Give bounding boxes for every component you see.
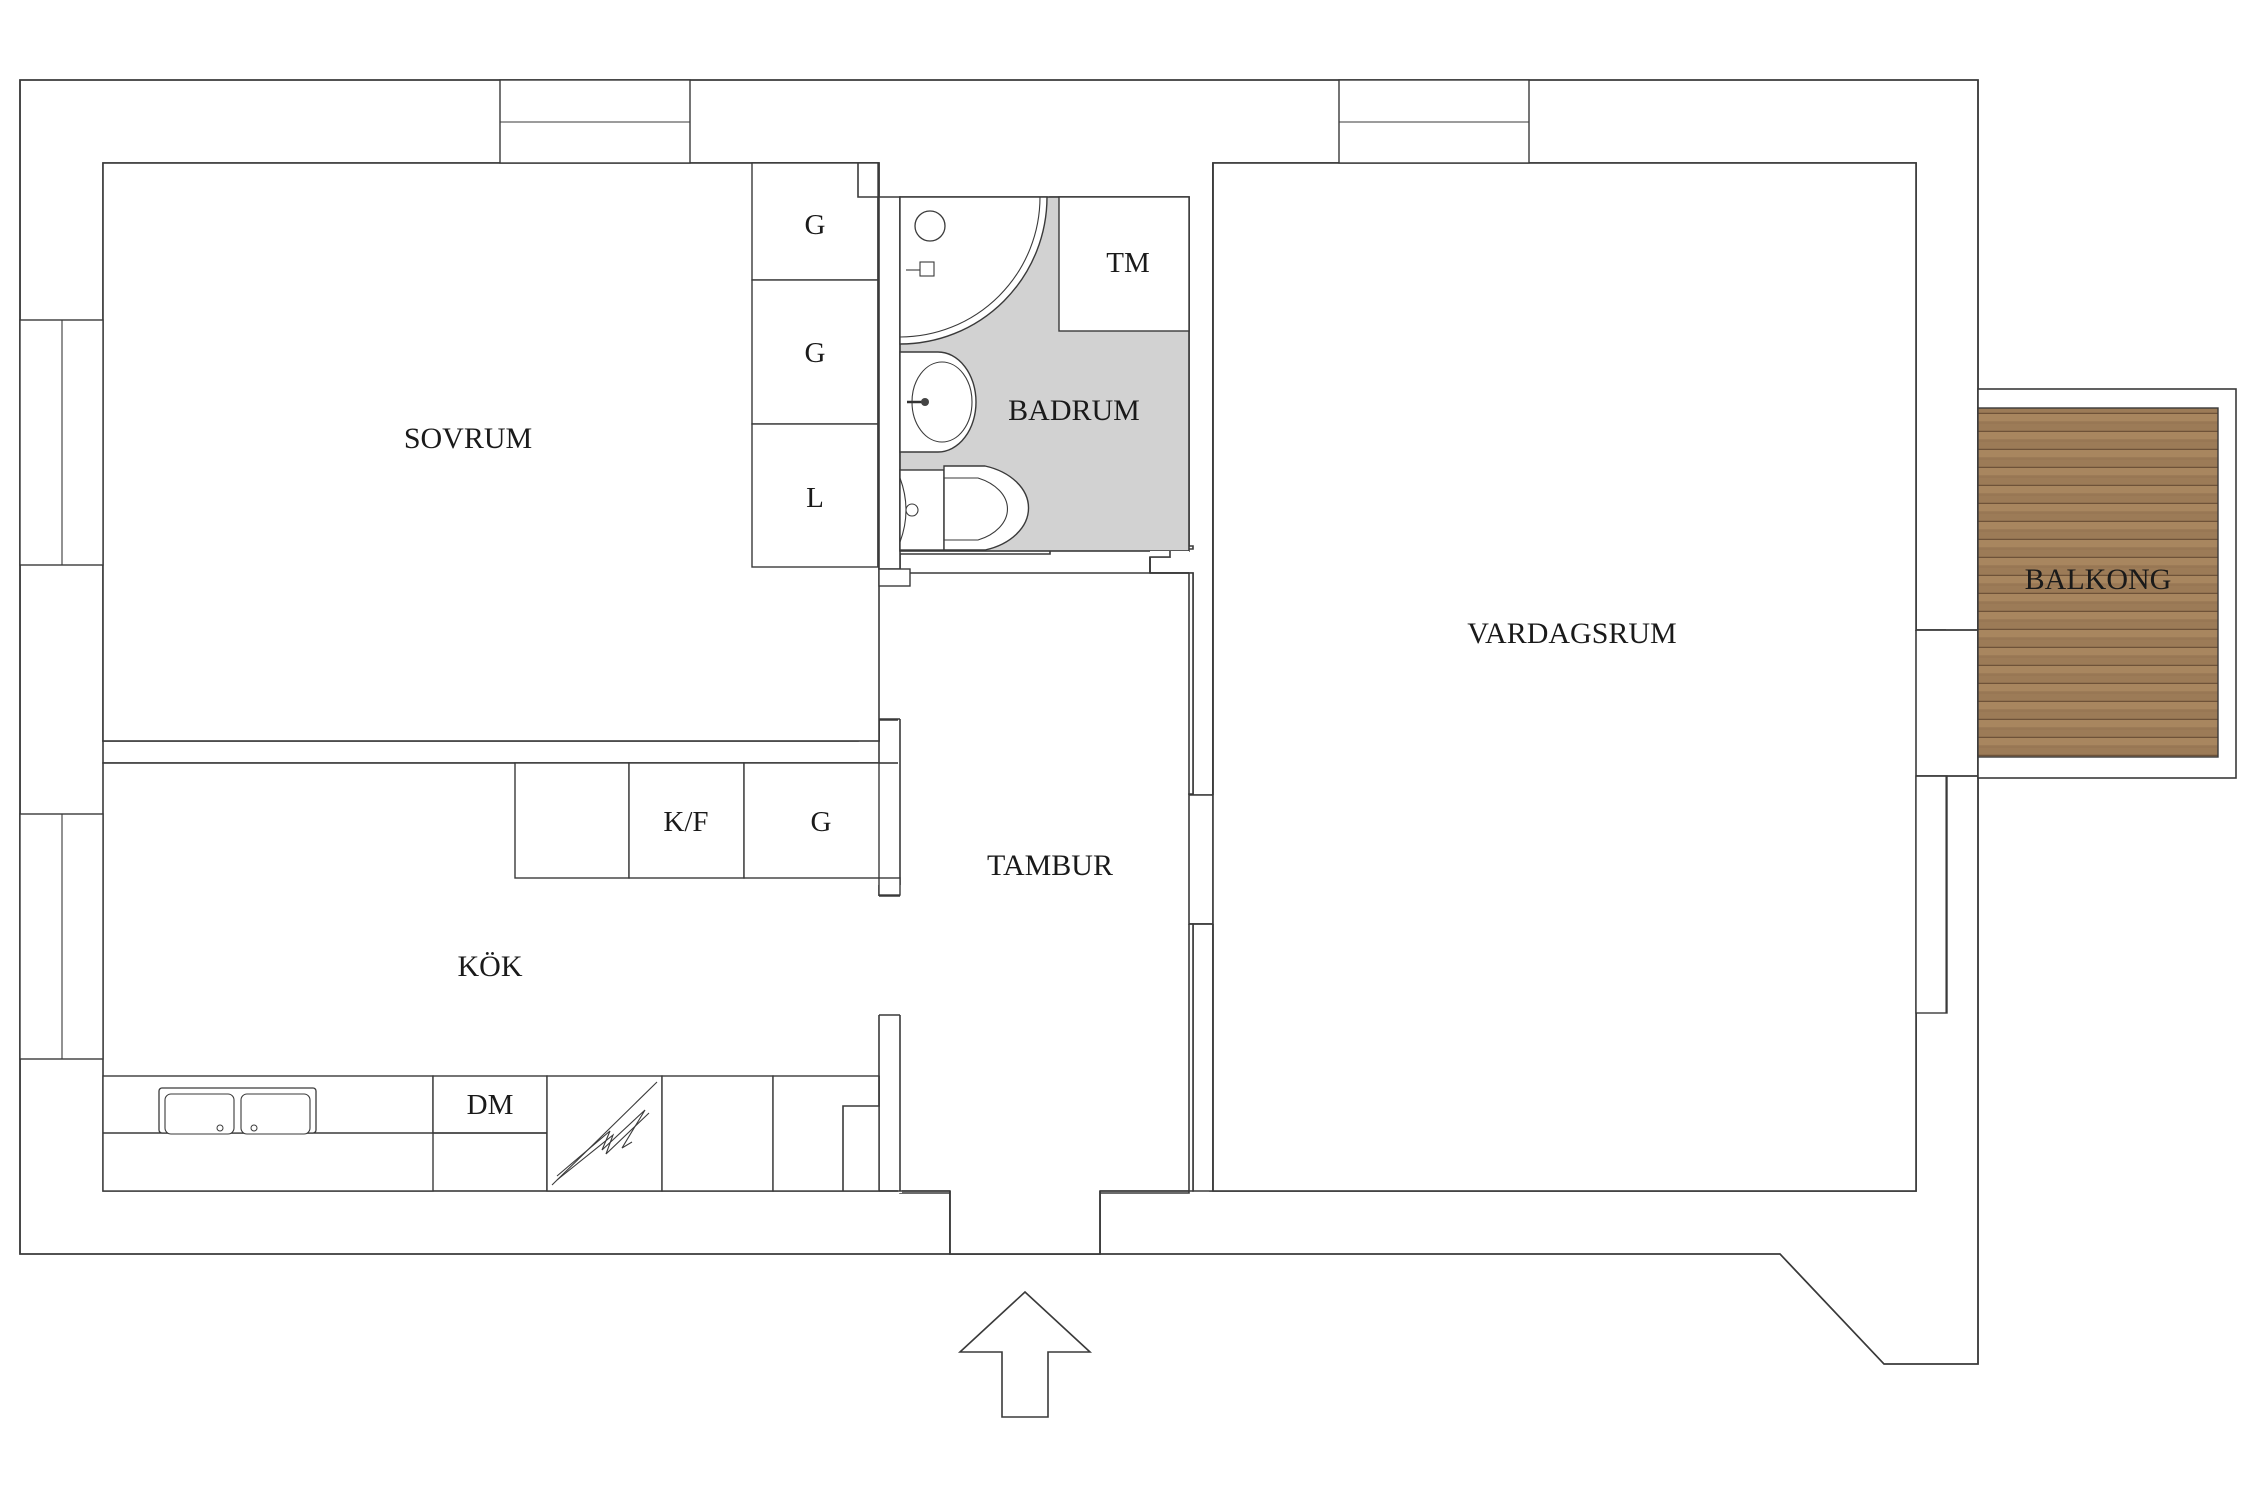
double-sink-icon bbox=[158, 1087, 317, 1135]
room-label-badrum: BADRUM bbox=[1008, 394, 1140, 427]
window-north-right bbox=[1338, 79, 1530, 164]
appliance-label-dm: DM bbox=[467, 1089, 514, 1121]
room-label-tambur: TAMBUR bbox=[987, 849, 1113, 882]
room-label-sovrum: SOVRUM bbox=[404, 422, 532, 455]
balcony bbox=[1915, 388, 2237, 779]
stove-icon bbox=[551, 1081, 658, 1186]
room-label-kok: KÖK bbox=[458, 950, 523, 983]
kitchen-upper-cabinets bbox=[514, 762, 901, 896]
bathroom-walls bbox=[878, 196, 901, 570]
appliance-label-tm: TM bbox=[1106, 247, 1150, 279]
closet-label-g1: G bbox=[805, 209, 826, 241]
room-label-balkong: BALKONG bbox=[2025, 563, 2172, 596]
bathroom bbox=[878, 196, 1190, 587]
window-north-left bbox=[499, 79, 691, 164]
entrance-arrow-icon bbox=[957, 1290, 1093, 1418]
closet-label-l: L bbox=[806, 482, 824, 514]
window-east-living bbox=[1915, 775, 1948, 1014]
bedroom-closets bbox=[751, 162, 879, 568]
toilet-icon bbox=[899, 465, 1030, 551]
window-west-bedroom bbox=[19, 319, 104, 566]
appliance-label-kf: K/F bbox=[663, 806, 708, 838]
room-label-vardagsrum: VARDAGSRUM bbox=[1467, 617, 1677, 650]
hall-room bbox=[878, 572, 1194, 1255]
window-west-kitchen bbox=[19, 813, 104, 1060]
closet-label-g2: G bbox=[805, 337, 826, 369]
closet-label-g3: G bbox=[811, 806, 832, 838]
